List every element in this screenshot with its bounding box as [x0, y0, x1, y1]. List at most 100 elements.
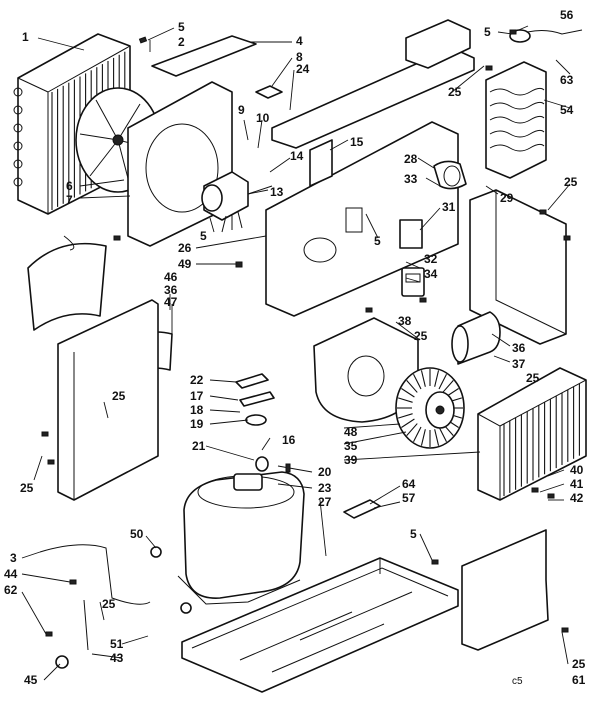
callout-18: 18: [190, 403, 204, 417]
callout-10: 10: [256, 111, 270, 125]
blower-fin: [401, 418, 415, 428]
bulkhead-panel: [265, 121, 459, 317]
callout-26: 26: [178, 241, 192, 255]
callout-1: 1: [22, 30, 29, 44]
callout-17: 17: [190, 389, 204, 403]
callout-44: 44: [4, 567, 18, 581]
blower-fin: [420, 429, 426, 446]
blower-fin: [434, 370, 440, 387]
callout-32: 32: [424, 252, 438, 266]
callout-16: 16: [282, 433, 296, 447]
callout-5: 5: [178, 20, 185, 34]
blower-fin: [442, 380, 454, 393]
control-plates: [401, 267, 425, 297]
callout-48: 48: [344, 425, 358, 439]
callout-25e: 25: [112, 389, 126, 403]
callout-3: 3: [10, 551, 17, 565]
callout-5e: 5: [410, 527, 417, 541]
callout-31: 31: [442, 200, 456, 214]
callout-25: 25: [448, 85, 462, 99]
callout-37: 37: [512, 357, 526, 371]
callout-49: 49: [178, 257, 192, 271]
callout-21: 21: [192, 439, 206, 453]
footer-code: c5: [512, 676, 523, 687]
callout-47: 47: [164, 295, 178, 309]
left-side-panel: [57, 299, 159, 501]
callout-42: 42: [570, 491, 584, 505]
callout-33: 33: [404, 172, 418, 186]
front-panel: [461, 529, 549, 651]
callout-25f: 25: [20, 481, 34, 495]
callout-45: 45: [24, 673, 38, 687]
callout-2: 2: [178, 35, 185, 49]
callout-38: 38: [398, 314, 412, 328]
capacitor: [433, 160, 467, 190]
tubing: [39, 499, 381, 669]
callout-43: 43: [110, 651, 124, 665]
callout-57: 57: [402, 491, 416, 505]
callout-25b: 25: [564, 175, 578, 189]
callout-23: 23: [318, 481, 332, 495]
blower-fin: [420, 370, 426, 387]
callout-29: 29: [500, 191, 514, 205]
callout-51: 51: [110, 637, 124, 651]
fan-motor: [201, 171, 273, 233]
callout-50: 50: [130, 527, 144, 541]
callout-27: 27: [318, 495, 332, 509]
blower-fin: [434, 429, 440, 446]
callout-14: 14: [290, 149, 304, 163]
callout-7: 7: [66, 193, 73, 207]
blower-fin: [401, 388, 415, 398]
callout-25h: 25: [572, 657, 586, 671]
overload-parts: [235, 373, 275, 472]
callout-46: 46: [164, 270, 178, 284]
blower-fin: [413, 373, 422, 390]
blower-fin: [413, 426, 422, 443]
callout-62: 62: [4, 583, 18, 597]
screws: [41, 29, 571, 637]
blower-fin: [438, 426, 447, 443]
blower-fin: [406, 380, 418, 393]
callout-5c: 5: [374, 234, 381, 248]
callout-5d: 5: [200, 229, 207, 243]
callout-56: 56: [560, 8, 574, 22]
callout-25d: 25: [526, 371, 540, 385]
callout-13: 13: [270, 185, 284, 199]
callout-25c: 25: [414, 329, 428, 343]
callout-25g: 25: [102, 597, 116, 611]
callout-labels: 1 5 2 4 8 24 5 56 63 54 25 9 10 15 6 7 1…: [4, 8, 586, 687]
callout-9: 9: [238, 103, 245, 117]
callout-40: 40: [570, 463, 584, 477]
callout-6: 6: [66, 179, 73, 193]
blower-motor: [451, 311, 501, 365]
blower-assembly: [313, 317, 465, 449]
top-cover: [151, 19, 475, 149]
callout-35: 35: [344, 439, 358, 453]
callout-36: 36: [164, 283, 178, 297]
blower-fin: [397, 413, 413, 419]
callout-15: 15: [350, 135, 364, 149]
callout-64: 64: [402, 477, 416, 491]
callout-36b: 36: [512, 341, 526, 355]
callout-63: 63: [560, 73, 574, 87]
compressor: [177, 471, 305, 605]
callout-24: 24: [296, 62, 310, 76]
callout-19: 19: [190, 417, 204, 431]
callout-61: 61: [572, 673, 586, 687]
callout-8: 8: [296, 50, 303, 64]
base-pan: [181, 557, 459, 693]
callout-28: 28: [404, 152, 418, 166]
callout-39: 39: [344, 453, 358, 467]
right-side-panel: [469, 189, 567, 345]
blower-fin: [406, 423, 418, 436]
blower-fin: [397, 397, 413, 403]
callout-34: 34: [424, 267, 438, 281]
blower-fin: [438, 373, 447, 390]
callout-4: 4: [296, 34, 303, 48]
callout-5b: 5: [484, 25, 491, 39]
callout-41: 41: [570, 477, 584, 491]
callout-22: 22: [190, 373, 204, 387]
callout-54: 54: [560, 103, 574, 117]
evaporator-coil: [477, 367, 587, 501]
